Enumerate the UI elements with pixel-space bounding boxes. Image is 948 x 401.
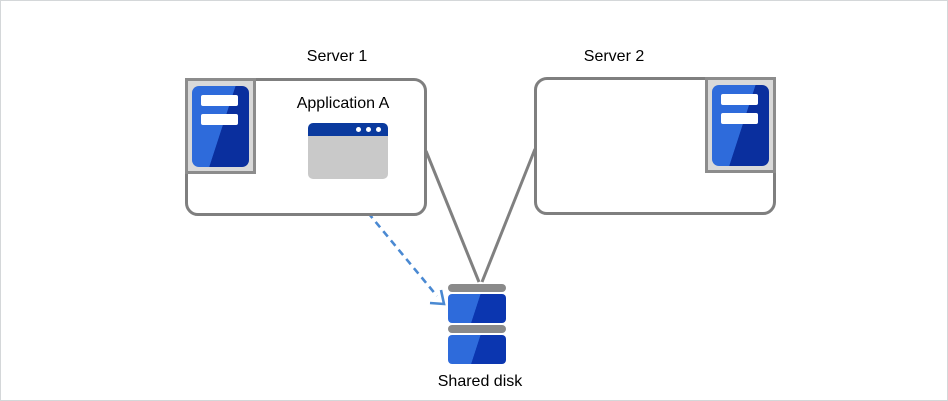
window-body — [308, 136, 388, 179]
disk-platter-top — [448, 284, 506, 292]
server-tower-icon — [712, 84, 769, 166]
tower-slot — [201, 94, 238, 106]
shared-disk-label: Shared disk — [437, 373, 523, 390]
window-titlebar — [308, 123, 388, 136]
server2-label: Server 2 — [583, 48, 645, 65]
application-window-icon — [308, 123, 388, 179]
disk-platter-top — [448, 325, 506, 333]
tower-slot — [201, 113, 238, 125]
application-label: Application A — [296, 95, 390, 112]
server2-icon-frame — [705, 77, 776, 173]
titlebar-dot-icon — [366, 127, 371, 132]
titlebar-dot-icon — [356, 127, 361, 132]
server1-label: Server 1 — [306, 48, 368, 65]
disk-platter-body — [448, 335, 506, 364]
shared-disk-icon — [448, 284, 506, 366]
tower-slot — [721, 112, 758, 124]
server-tower-icon — [192, 85, 249, 167]
connector-line-server2-disk — [480, 148, 537, 283]
titlebar-dot-icon — [376, 127, 381, 132]
connector-line-server1-disk — [424, 150, 481, 283]
disk-platter-body — [448, 294, 506, 323]
server1-icon-frame — [185, 78, 256, 174]
tower-slot — [721, 93, 758, 105]
arrowhead-icon — [429, 289, 446, 306]
